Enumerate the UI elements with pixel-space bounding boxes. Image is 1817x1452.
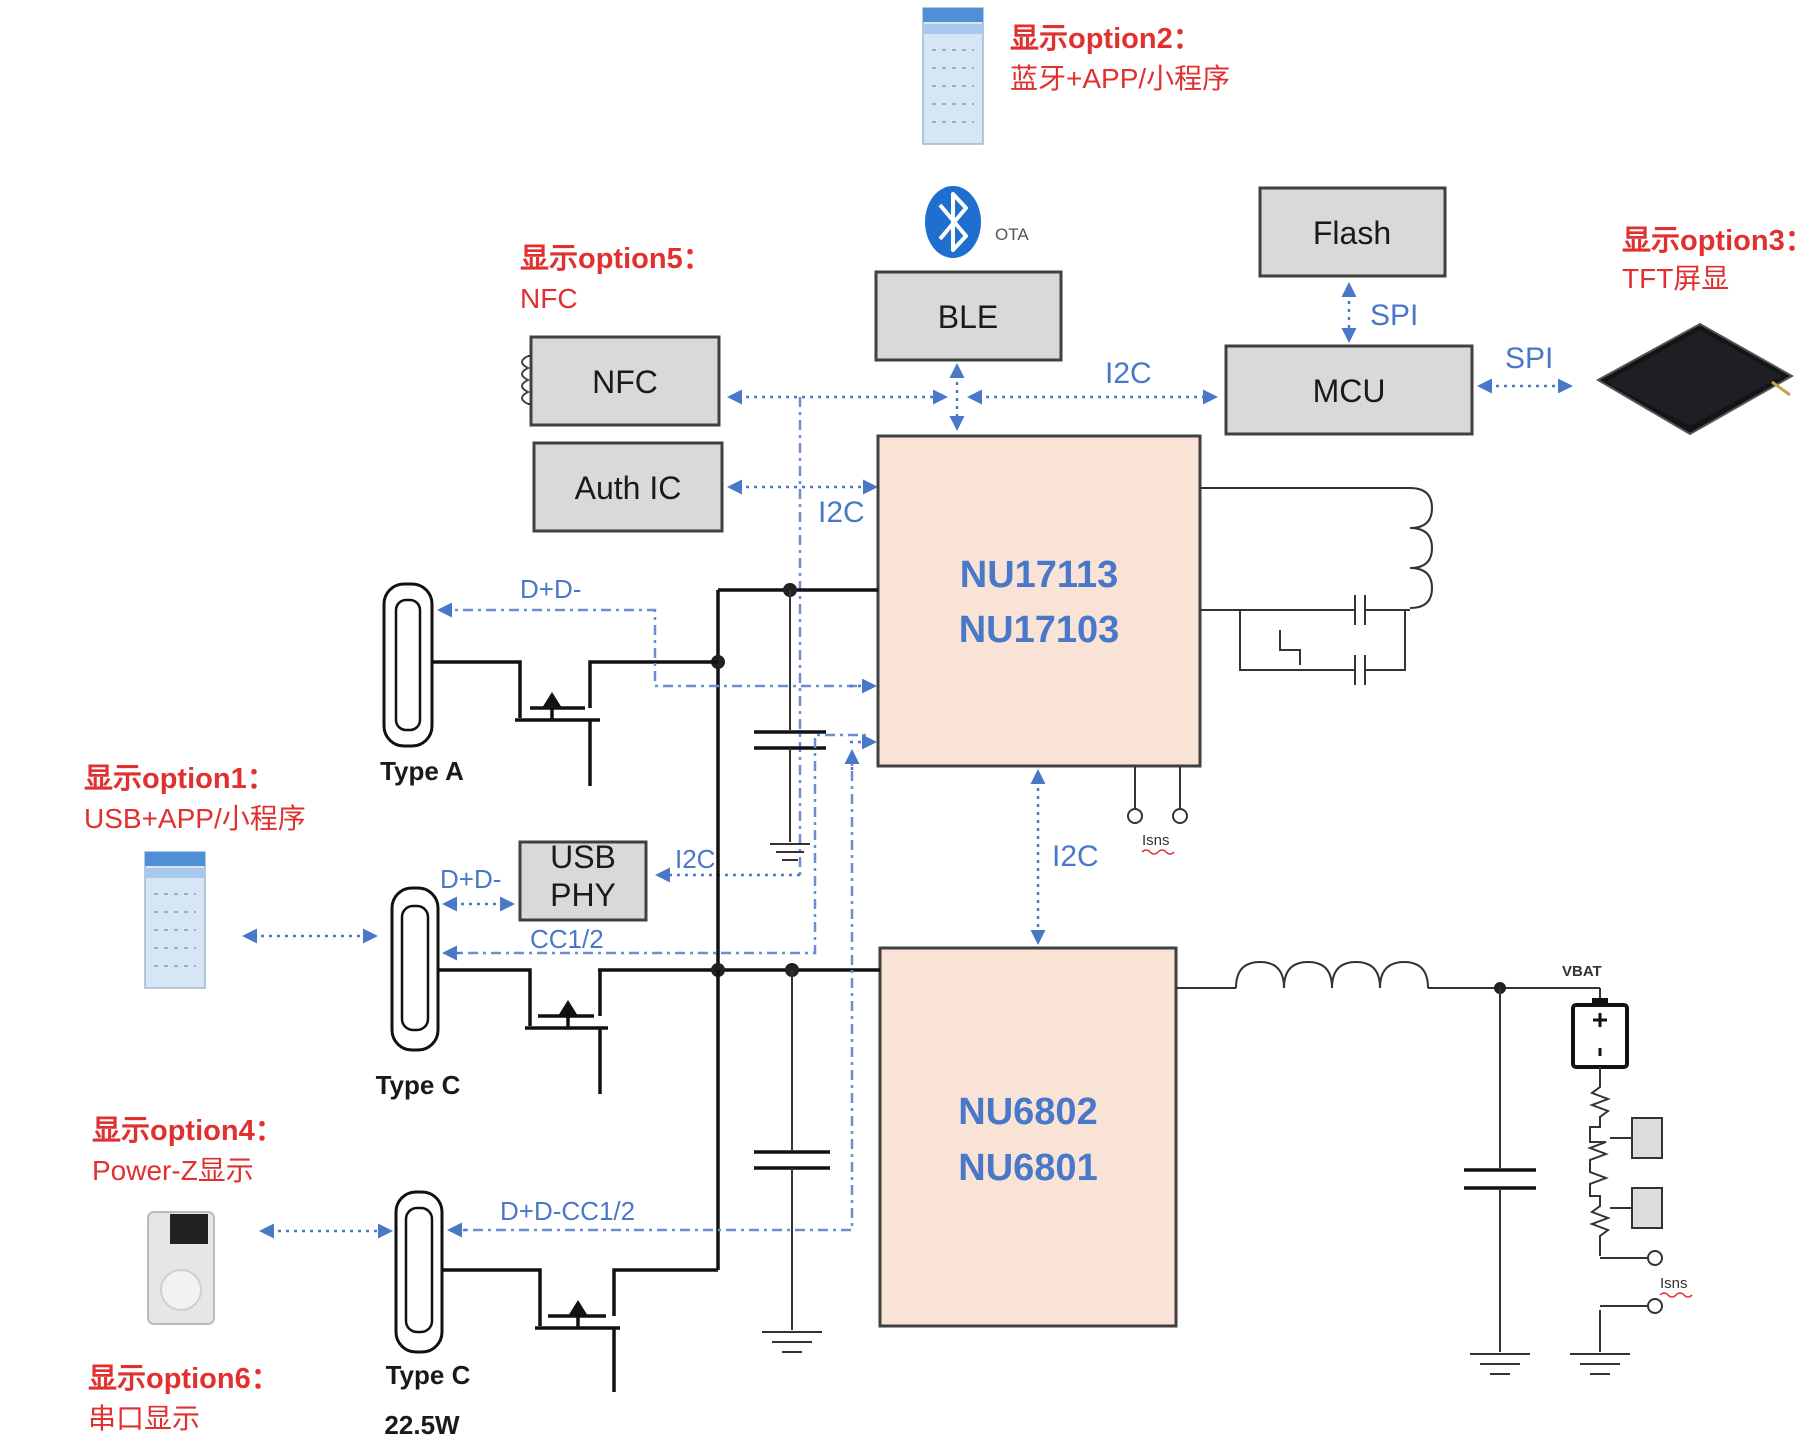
vbat-label: VBAT xyxy=(1562,963,1602,980)
option1-title: 显示option1： xyxy=(84,763,276,795)
ground-icon-chip2-cap xyxy=(762,1331,822,1353)
chip1-inductor xyxy=(1409,487,1434,609)
typea-wire-in xyxy=(432,660,522,718)
spi-tft-label: SPI xyxy=(1505,342,1553,375)
i2c-usbphy-label: I2C xyxy=(675,844,715,874)
type-c2-label: Type C xyxy=(386,1360,471,1390)
typec2-data-line xyxy=(450,752,854,1232)
option3-desc: TFT屏显 xyxy=(1622,263,1729,294)
type-c1-label: Type C xyxy=(376,1070,461,1100)
i2c-chips-label: I2C xyxy=(1052,840,1099,873)
isns-top-label: Isns xyxy=(1142,832,1170,849)
chip1-line1: NU17113 xyxy=(960,554,1118,596)
ground-icon-vbat-cap xyxy=(1470,1353,1530,1375)
usb-phy-label-1: USB xyxy=(550,839,616,875)
type-c2-power-label: 22.5W xyxy=(384,1410,460,1440)
option6-title: 显示option6： xyxy=(88,1363,280,1395)
chip2-line2: NU6801 xyxy=(958,1147,1097,1189)
chip1-cap2-wire xyxy=(1239,610,1355,671)
ground-icon-chip1-cap xyxy=(770,843,810,861)
type-c1-port-icon xyxy=(390,886,440,1052)
power-z-meter-icon xyxy=(147,1211,215,1325)
battery-icon xyxy=(1571,998,1629,1069)
typec1-cc-label: CC1/2 xyxy=(530,924,604,954)
ble-label: BLE xyxy=(938,299,998,335)
bluetooth-icon xyxy=(925,186,981,258)
typea-wire-out xyxy=(588,660,718,708)
option5-title: 显示option5： xyxy=(520,243,712,275)
option2-desc: 蓝牙+APP/小程序 xyxy=(1010,63,1230,94)
ground-icon-battery xyxy=(1570,1353,1630,1375)
isns-top-terminal-a xyxy=(1127,808,1143,824)
typea-mosfet xyxy=(515,692,600,786)
typec1-data-label: D+D- xyxy=(440,864,501,894)
mcu-label: MCU xyxy=(1313,373,1386,409)
typec1-mosfet xyxy=(525,1000,608,1094)
type-a-label: Type A xyxy=(380,756,464,786)
typec1-wire-in xyxy=(438,968,532,1026)
typec2-mosfet xyxy=(535,1300,620,1392)
option3-title: 显示option3： xyxy=(1622,225,1814,257)
spi-flash-label: SPI xyxy=(1370,299,1418,332)
chip2-line1: NU6802 xyxy=(958,1091,1097,1133)
auth-ic-block: Auth IC xyxy=(532,441,724,533)
option2-title: 显示option2： xyxy=(1010,23,1202,55)
ota-label: OTA xyxy=(995,225,1029,244)
phone-app-icon-top xyxy=(922,7,984,145)
nfc-block: NFC xyxy=(529,335,721,427)
i2c-auth-label: I2C xyxy=(818,496,865,529)
isns-bottom-label: Isns xyxy=(1660,1275,1688,1292)
i2c-ble-mcu-label: I2C xyxy=(1105,357,1152,390)
usb-phy-block: USB PHY xyxy=(518,839,648,922)
typec1-cc-line xyxy=(445,733,870,955)
protection-fet-1 xyxy=(1631,1117,1663,1159)
option4-desc: Power-Z显示 xyxy=(92,1155,254,1186)
option4-title: 显示option4： xyxy=(92,1115,284,1147)
chip1-line2: NU17103 xyxy=(959,609,1120,651)
tft-screen-icon xyxy=(1595,322,1795,436)
protection-fet-2 xyxy=(1631,1187,1663,1229)
isns-top-terminal-b xyxy=(1172,808,1188,824)
chip1-switch-symbol xyxy=(1279,630,1301,665)
typea-data-line xyxy=(440,608,870,688)
option1-desc: USB+APP/小程序 xyxy=(84,803,306,834)
chip-nu17113-block: NU17113 NU17103 xyxy=(876,434,1202,768)
isns-top-underline xyxy=(1141,849,1175,855)
nfc-label: NFC xyxy=(592,364,658,400)
battery-cell-resistors xyxy=(1587,1067,1611,1256)
type-a-port-icon xyxy=(382,582,434,748)
auth-ic-label: Auth IC xyxy=(575,470,682,506)
isns-bottom-underline xyxy=(1659,1292,1693,1298)
ble-block: BLE xyxy=(874,270,1063,362)
chip1-cap2-return xyxy=(1365,610,1406,671)
flash-block: Flash xyxy=(1258,186,1447,278)
typec2-wire-out xyxy=(612,1268,718,1316)
chip-nu6802-block: NU6802 NU6801 xyxy=(878,946,1178,1328)
mcu-block: MCU xyxy=(1224,344,1474,436)
phone-app-icon-left xyxy=(144,851,206,989)
option6-desc: 串口显示 xyxy=(88,1403,200,1434)
typec2-data-label: D+D-CC1/2 xyxy=(500,1196,635,1226)
typec2-wire-in xyxy=(442,1268,542,1326)
option5-desc: NFC xyxy=(520,283,578,314)
isns-bottom-terminal-b xyxy=(1647,1298,1663,1314)
chip2-inductor xyxy=(1235,960,1429,989)
usb-phy-label-2: PHY xyxy=(550,877,616,913)
flash-label: Flash xyxy=(1313,215,1391,251)
isns-bottom-terminal-a xyxy=(1647,1250,1663,1266)
typea-data-label: D+D- xyxy=(520,574,581,604)
type-c2-port-icon xyxy=(394,1190,444,1354)
